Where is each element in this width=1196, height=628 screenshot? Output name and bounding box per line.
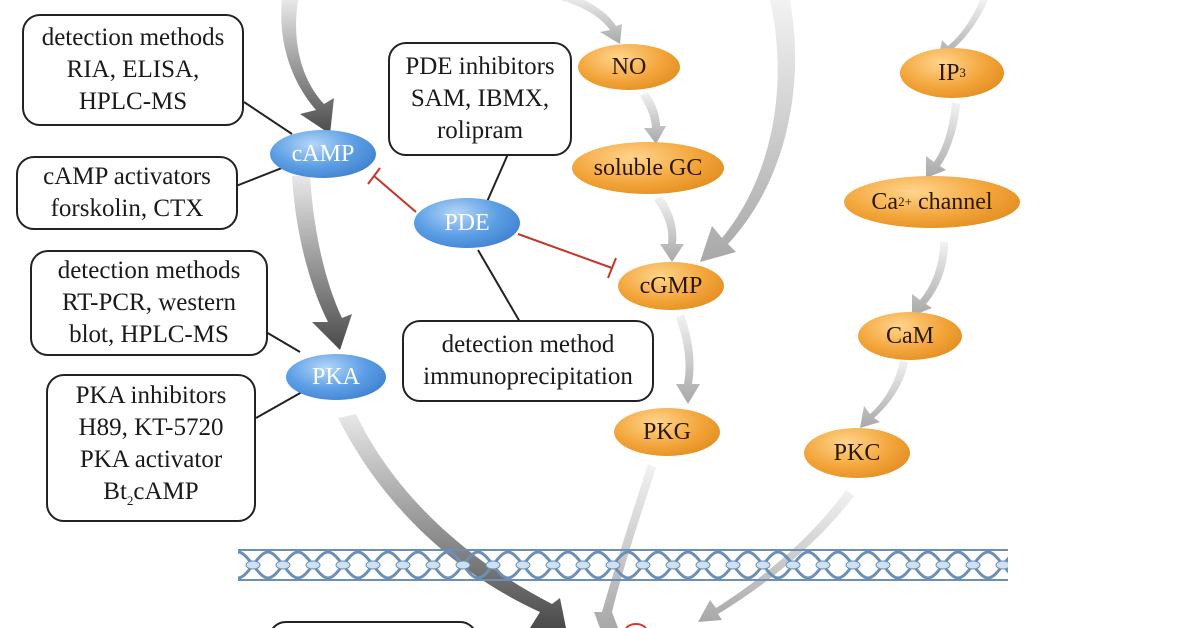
ip3-sub: 3 xyxy=(959,65,966,80)
ip3-base: IP xyxy=(938,59,960,86)
camp-activators-box: cAMP activators forskolin, CTX xyxy=(16,156,238,230)
pka-modulators-line-1: PKA inhibitors xyxy=(75,381,227,409)
connector-pde-inhibitors xyxy=(485,153,509,205)
arrow-into-cgmp xyxy=(700,0,796,262)
arrow-camp-to-pka xyxy=(292,176,352,350)
camp-activators-line-1: cAMP activators xyxy=(43,163,211,190)
pkg-node: PKG xyxy=(614,408,720,456)
arrow-pka-to-target xyxy=(338,414,566,628)
pde-detection-line-1: detection method xyxy=(441,331,615,358)
inhibition-lines xyxy=(367,167,617,279)
pka-modulators-box: PKA inhibitors H89, KT-5720 PKA activato… xyxy=(46,374,256,522)
pde-inhibitors-line-2: SAM, IBMX, xyxy=(410,85,550,112)
inhibition-pde-camp xyxy=(373,175,417,213)
pka-detection-box: detection methods RT-PCR, western blot, … xyxy=(30,250,268,356)
ca-rest: channel xyxy=(911,188,993,215)
arrow-cam-to-pkc xyxy=(860,360,908,428)
bottom-box-partial xyxy=(271,621,475,628)
inhibition-bar-cgmp xyxy=(607,257,617,279)
cell-membrane xyxy=(238,548,1008,582)
arrow-pkc-to-target xyxy=(698,490,854,622)
pka-detection-line-3: blot, HPLC-MS xyxy=(69,321,229,348)
arrow-pkg-to-target xyxy=(594,464,656,628)
connector-pde-detection xyxy=(477,249,521,323)
pde-node: PDE xyxy=(414,198,520,248)
pka-modulators-line-2: H89, KT-5720 xyxy=(78,413,224,441)
pde-detection-line-2: immunoprecipitation xyxy=(423,363,633,390)
connector-pka-modulators xyxy=(255,391,303,419)
arrow-ca-to-cam xyxy=(912,242,948,316)
no-node: NO xyxy=(578,44,680,90)
pka-modulators-line-3: PKA activator xyxy=(79,445,223,473)
camp-detection-line-3: HPLC-MS xyxy=(78,88,188,115)
connector-lines xyxy=(235,101,521,419)
inhibition-pde-cgmp xyxy=(517,233,613,269)
ca-sup: 2+ xyxy=(898,194,912,209)
inhibition-bar-camp xyxy=(367,167,381,185)
pde-inhibitors-line-1: PDE inhibitors xyxy=(405,53,555,80)
ca-base: Ca xyxy=(871,188,899,215)
arrow-ip3-to-ca xyxy=(926,102,960,178)
soluble-gc-node: soluble GC xyxy=(572,142,724,194)
bt2camp-base: Bt xyxy=(103,477,127,505)
camp-node: cAMP xyxy=(270,130,376,178)
camp-detection-line-2: RIA, ELISA, xyxy=(66,56,200,83)
camp-detection-box: detection methods RIA, ELISA, HPLC-MS xyxy=(22,14,244,126)
cam-node: CaM xyxy=(858,312,962,360)
connector-pka-detection xyxy=(265,331,301,353)
pka-modulators-line-4: Bt2cAMP xyxy=(103,476,198,517)
flow-arrows xyxy=(281,0,988,628)
arrow-into-no xyxy=(560,0,622,44)
pka-detection-line-2: RT-PCR, western xyxy=(62,289,236,316)
pka-detection-line-1: detection methods xyxy=(57,257,241,284)
bt2camp-sub: 2 xyxy=(126,492,134,508)
pde-detection-box: detection method immunoprecipitation xyxy=(402,320,654,402)
pde-inhibitors-box: PDE inhibitors SAM, IBMX, rolipram xyxy=(388,42,572,156)
camp-detection-line-1: detection methods xyxy=(41,24,225,51)
arrow-into-ip3 xyxy=(938,0,988,60)
cgmp-node: cGMP xyxy=(618,262,724,310)
red-marker-partial xyxy=(625,623,647,628)
pka-node: PKA xyxy=(286,354,386,400)
connector-camp-detection xyxy=(243,101,293,135)
arrow-gc-to-cgmp xyxy=(654,196,684,262)
camp-activators-line-2: forskolin, CTX xyxy=(50,195,204,222)
arrow-no-to-gc xyxy=(640,92,666,144)
arrow-into-camp xyxy=(281,0,334,134)
pkc-node: PKC xyxy=(804,428,910,478)
pde-inhibitors-line-3: rolipram xyxy=(436,117,524,144)
arrow-cgmp-to-pkg xyxy=(676,314,700,404)
bt2camp-rest: cAMP xyxy=(133,477,199,505)
